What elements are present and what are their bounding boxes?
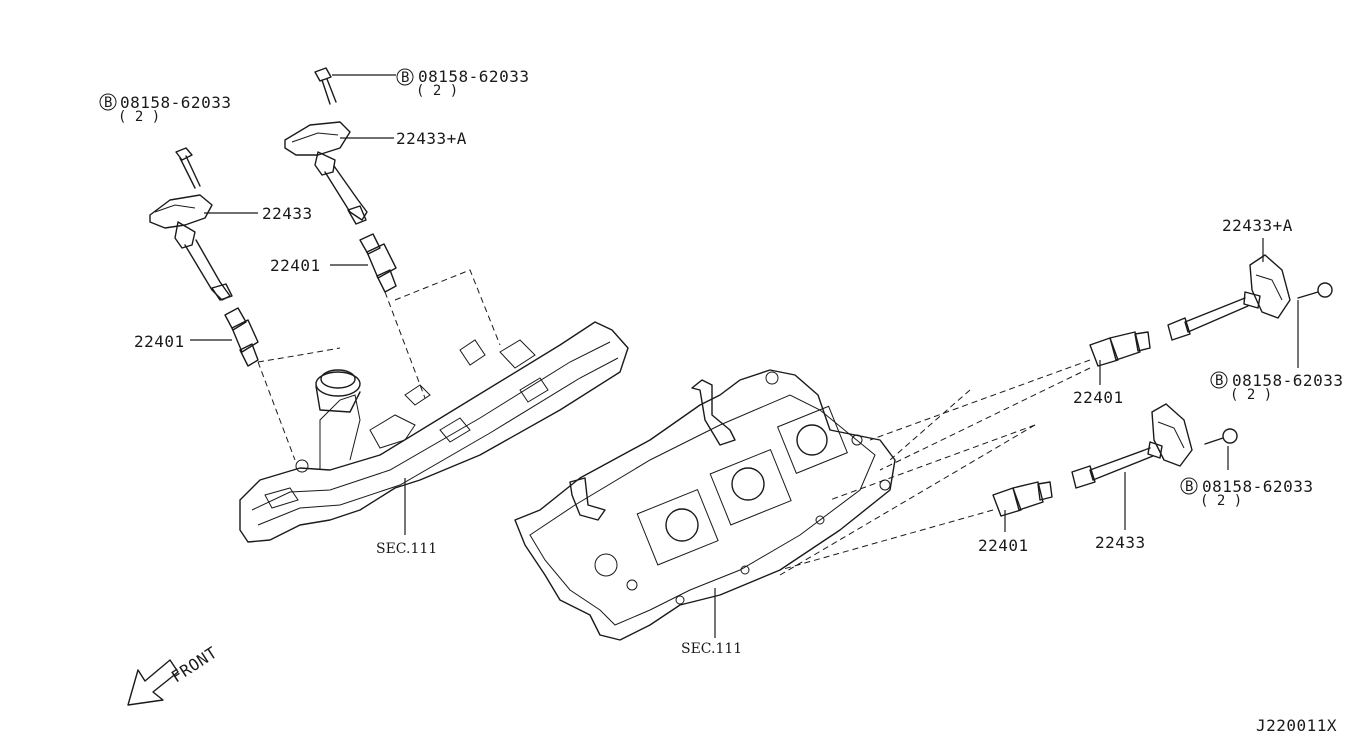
spark-plug-right-lower[interactable] [992, 481, 1053, 517]
callout-bolt-top[interactable]: B 08158-62033 ( 2 ) [396, 67, 529, 99]
svg-text:B: B [401, 70, 409, 86]
part-number: 08158-62033 [120, 93, 231, 112]
ignition-coil-right-upper[interactable] [1167, 254, 1291, 341]
front-arrow-icon [127, 659, 179, 706]
left-rocker-cover[interactable] [239, 321, 629, 543]
ignition-coil-top[interactable] [284, 121, 368, 225]
b-mark-icon [1180, 477, 1198, 495]
quantity: ( 2 ) [118, 109, 160, 125]
ignition-coil-right-lower[interactable] [1071, 403, 1193, 489]
bolt-right-lower[interactable] [1204, 428, 1238, 445]
label-coil-right-upper[interactable]: 22433+A [1222, 216, 1293, 235]
label-plug-left-lower[interactable]: 22401 [134, 332, 185, 351]
label-coil-left[interactable]: 22433 [262, 204, 313, 223]
bolt-right-upper[interactable] [1297, 282, 1333, 299]
ignition-coil-left[interactable] [149, 194, 233, 301]
b-mark-icon [1210, 371, 1228, 389]
svg-text:B: B [1185, 479, 1193, 495]
b-mark-icon [99, 93, 117, 111]
spark-plug-right-upper[interactable] [1089, 331, 1151, 367]
leader-lines [190, 74, 1299, 638]
label-plug-right-upper[interactable]: 22401 [1073, 388, 1124, 407]
part-number: 08158-62033 [1232, 371, 1343, 390]
svg-text:B: B [1215, 373, 1223, 389]
label-sec-right[interactable]: SEC.111 [681, 641, 742, 657]
callout-bolt-left[interactable]: B 08158-62033 ( 2 ) [99, 93, 231, 125]
svg-text:B: B [104, 95, 112, 111]
quantity: ( 2 ) [1200, 493, 1242, 509]
callout-bolt-right-upper[interactable]: B 08158-62033 ( 2 ) [1210, 371, 1343, 403]
label-plug-right-lower[interactable]: 22401 [978, 536, 1029, 555]
label-coil-top[interactable]: 22433+A [396, 129, 467, 148]
quantity: ( 2 ) [1230, 387, 1272, 403]
quantity: ( 2 ) [416, 83, 458, 99]
label-plug-left-upper[interactable]: 22401 [270, 256, 321, 275]
front-label: FRONT [168, 643, 221, 687]
callout-bolt-right-lower[interactable]: B 08158-62033 ( 2 ) [1180, 477, 1313, 509]
diagram-id: J220011X [1256, 716, 1337, 735]
spark-plug-left-upper[interactable] [224, 307, 259, 367]
label-sec-left[interactable]: SEC.111 [376, 541, 437, 557]
bolt-left[interactable] [175, 147, 201, 189]
right-rocker-cover[interactable] [514, 369, 896, 641]
part-number: 08158-62033 [1202, 477, 1313, 496]
label-coil-right-lower[interactable]: 22433 [1095, 533, 1146, 552]
assembly-guide-lines [257, 269, 1091, 576]
bolt-top[interactable] [314, 67, 337, 105]
front-direction-indicator: FRONT [127, 643, 221, 706]
b-mark-icon [396, 68, 414, 86]
part-number: 08158-62033 [418, 67, 529, 86]
spark-plug-left-lower[interactable] [359, 233, 397, 293]
